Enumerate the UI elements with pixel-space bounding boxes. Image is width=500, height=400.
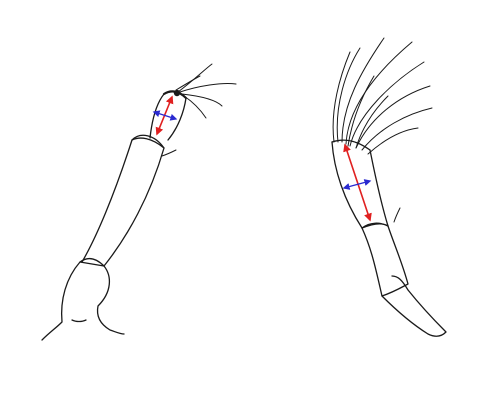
width-arrow: [342, 179, 372, 190]
left-middle-segment: [81, 137, 165, 267]
right-middle-spine: [393, 207, 401, 223]
left-middle-joint: [131, 134, 165, 149]
setae: [175, 63, 237, 119]
setae: [332, 37, 433, 155]
right-distal-segment: [381, 275, 447, 337]
right-proximal-segment: [331, 141, 389, 229]
left-middle-spine: [161, 149, 177, 157]
left-basal-segment: [41, 261, 125, 341]
left-basal-mark: [71, 319, 87, 323]
right-appendage: [331, 37, 447, 337]
left-appendage: [41, 63, 237, 341]
width-arrow: [152, 110, 178, 121]
right-middle-segment: [361, 225, 409, 297]
